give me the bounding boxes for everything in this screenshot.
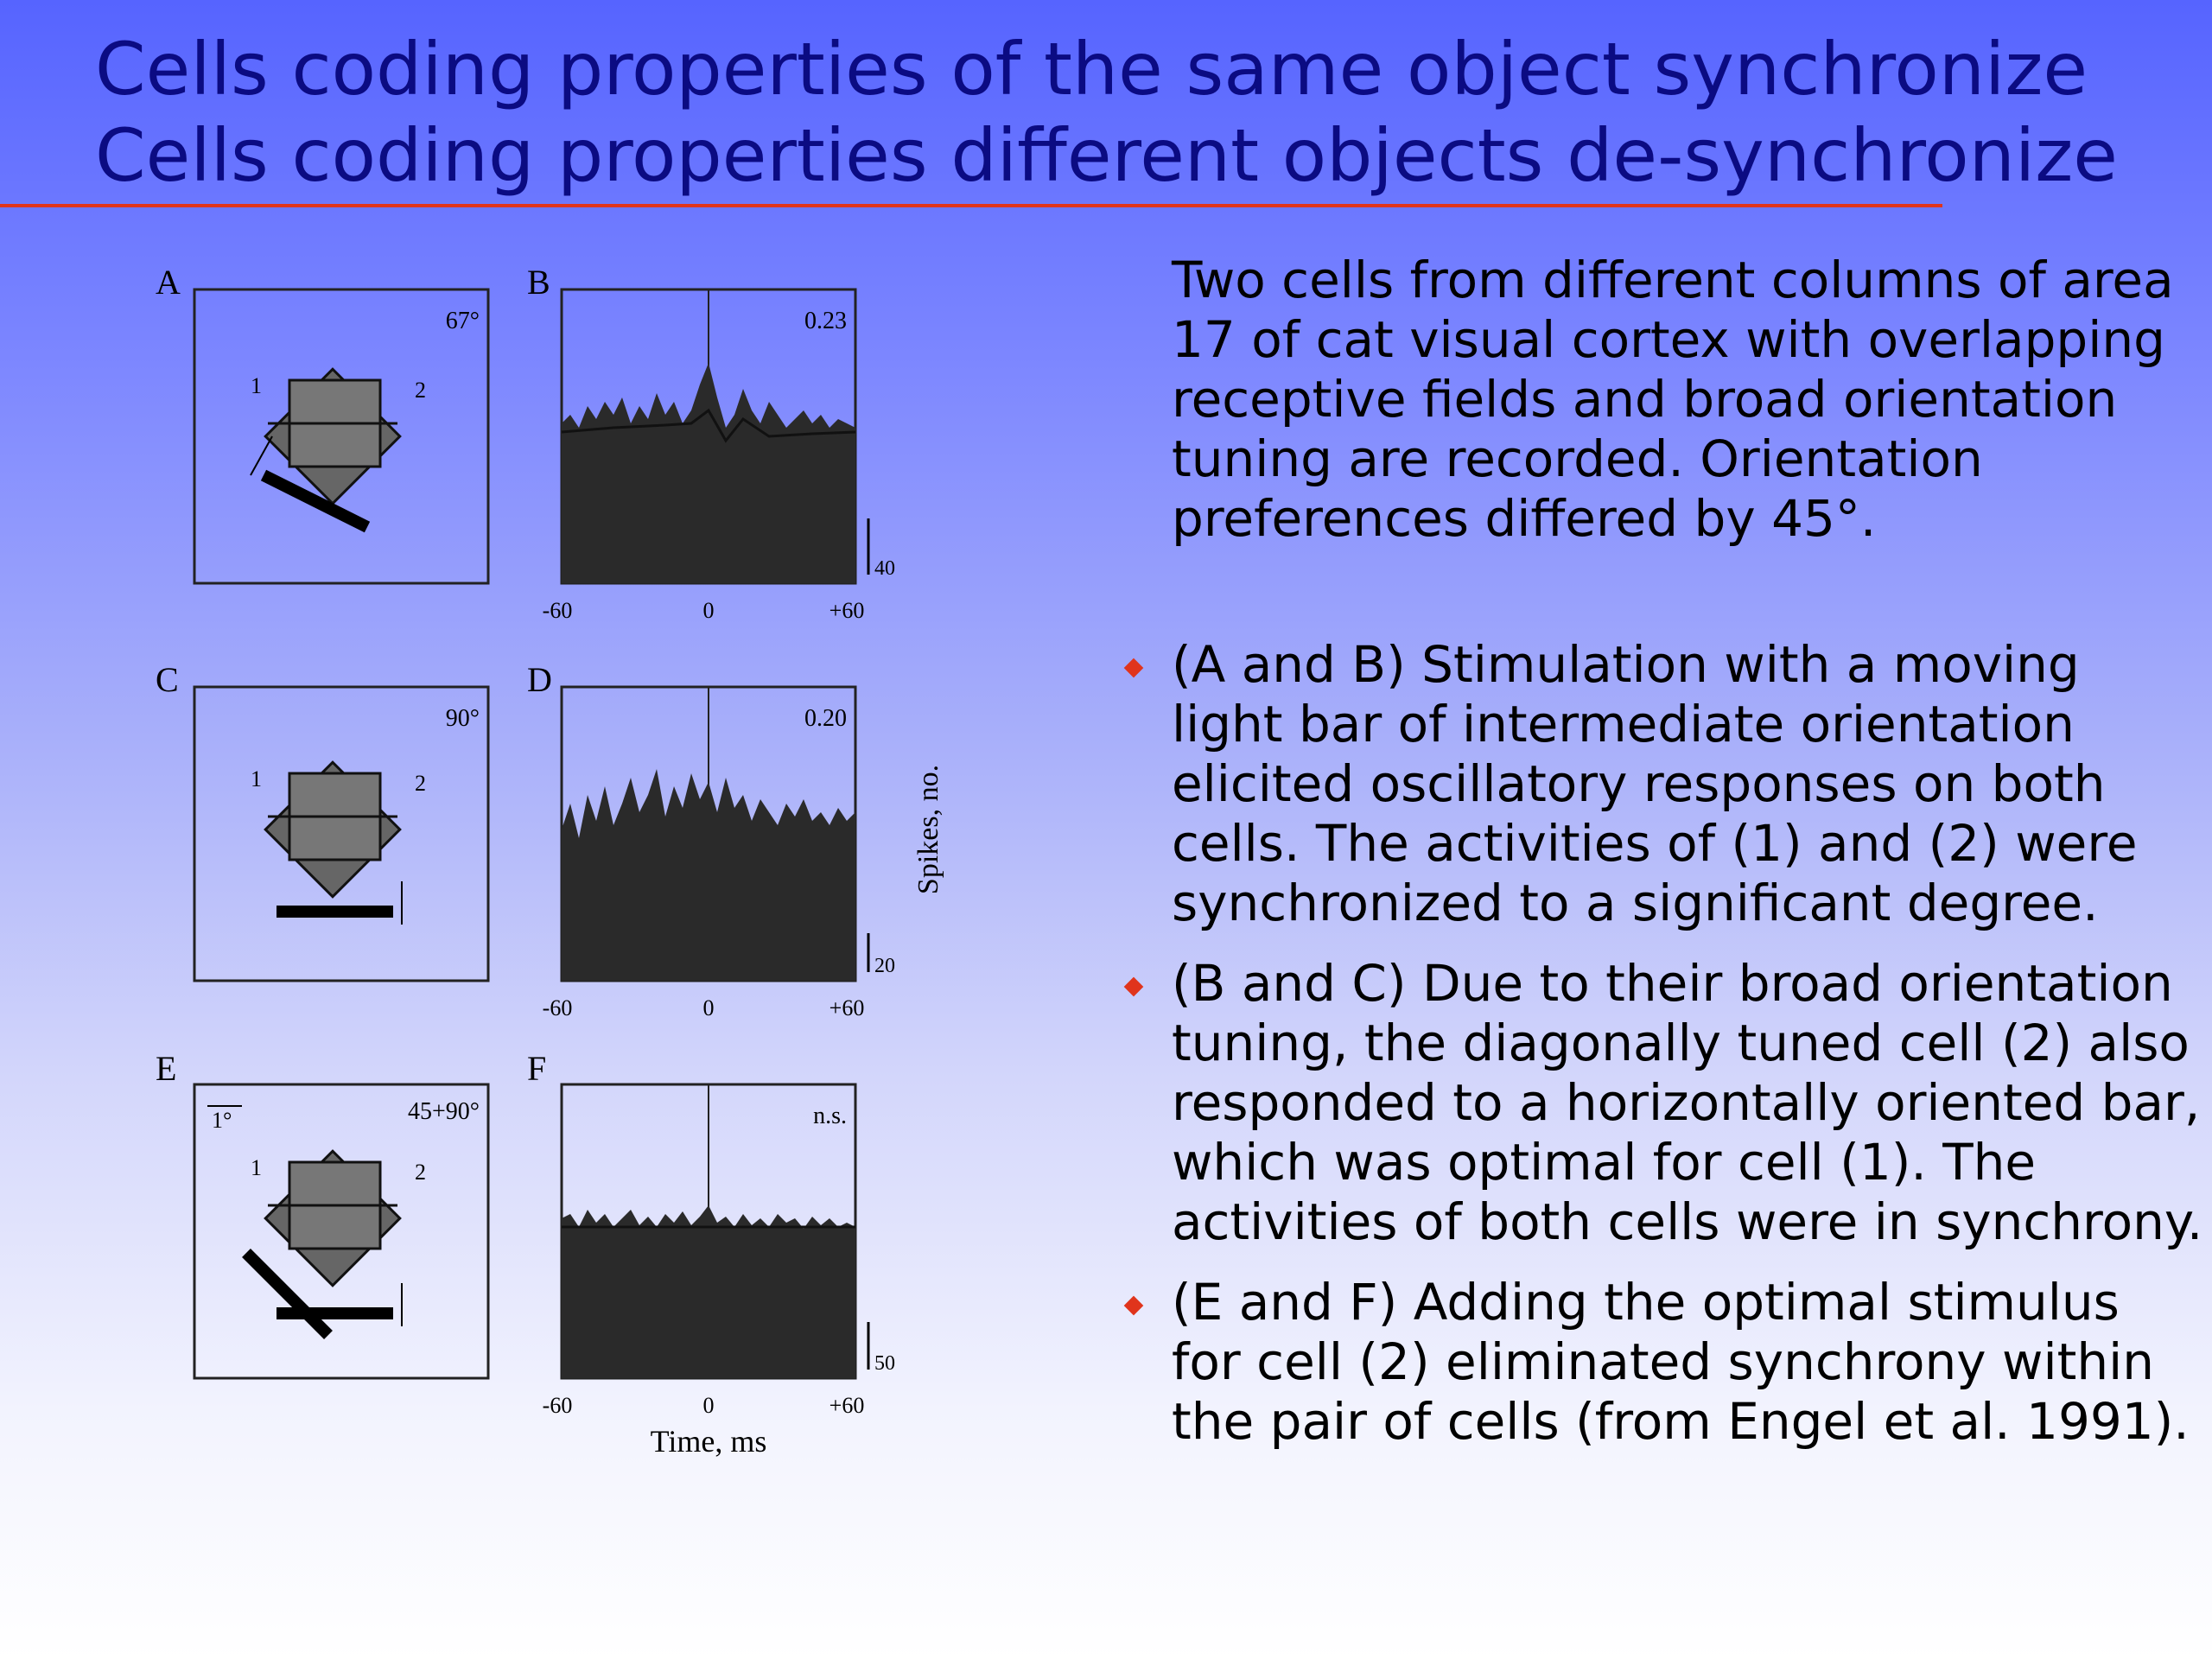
panel-c-frame — [193, 685, 490, 982]
panel-f-value: n.s. — [813, 1103, 847, 1129]
title-underline — [0, 204, 1942, 207]
panel-b-scale-label: 40 — [874, 557, 895, 580]
panel-e-angle: 45+90° — [408, 1098, 480, 1125]
figure: A 67° 1 2 B 0.23 40 -60 0 +60 C 90° 1 — [130, 242, 994, 1495]
bullet-item: (A and B) Stimulation with a moving ligh… — [1123, 635, 2203, 933]
panel-e-receptive-fields — [264, 1149, 402, 1287]
panel-e-scalebar-label: 1° — [212, 1108, 232, 1133]
bullet-text: (E and F) Adding the optimal stimulus fo… — [1172, 1273, 2190, 1451]
panel-a-angle: 67° — [446, 308, 480, 334]
panel-a-cell1-label: 1 — [251, 373, 262, 398]
slide-title: Cells coding properties of the same obje… — [95, 26, 2118, 199]
bullet-item: (E and F) Adding the optimal stimulus fo… — [1123, 1273, 2203, 1452]
panel-d-value: 0.20 — [804, 705, 847, 732]
panel-b-tick-left: -60 — [543, 598, 573, 623]
title-line-2: Cells coding properties different object… — [95, 113, 2118, 198]
panel-d-histogram — [562, 769, 855, 981]
panel-d-label: D — [527, 660, 552, 699]
panel-c-receptive-fields — [264, 760, 402, 899]
panel-e-diagonal-bar — [242, 1249, 333, 1339]
diamond-bullet-icon — [1123, 658, 1144, 678]
panel-f-tick-left: -60 — [543, 1393, 573, 1418]
panel-e-cell2-label: 2 — [415, 1160, 426, 1185]
panel-f-scale-label: 50 — [874, 1352, 895, 1375]
diamond-bullet-icon — [1123, 976, 1144, 997]
panel-d-tick-right: +60 — [830, 995, 865, 1020]
bullet-list: (A and B) Stimulation with a moving ligh… — [1123, 635, 2203, 1452]
panel-e-cell1-label: 1 — [251, 1155, 262, 1180]
title-line-1: Cells coding properties of the same obje… — [95, 27, 2088, 111]
panel-a-frame — [193, 288, 490, 585]
panel-a-motion-arrow — [250, 435, 273, 476]
bullet-text: (A and B) Stimulation with a moving ligh… — [1172, 635, 2138, 932]
panel-b-histogram — [562, 363, 855, 583]
panel-b-tick-zero: 0 — [703, 598, 715, 623]
panel-c-label: C — [156, 660, 179, 699]
panel-c-cell2-label: 2 — [415, 771, 426, 796]
panel-b-label: B — [527, 263, 550, 302]
y-axis-label: Spikes, no. — [912, 765, 944, 894]
intro-paragraph: Two cells from different columns of area… — [1172, 251, 2174, 548]
panel-d-tick-left: -60 — [543, 995, 573, 1020]
panel-b-tick-right: +60 — [830, 598, 865, 623]
panel-f-label: F — [527, 1049, 546, 1088]
panel-a-stimulus-bar — [260, 469, 371, 533]
panel-f-histogram — [562, 1205, 855, 1378]
panel-a-label: A — [156, 263, 181, 302]
panel-d-scale-label: 20 — [874, 955, 895, 977]
panel-e-label: E — [156, 1049, 176, 1088]
body-text: Two cells from different columns of area… — [1123, 251, 2203, 1472]
x-axis-label: Time, ms — [651, 1424, 767, 1459]
panel-d-tick-zero: 0 — [703, 995, 715, 1020]
panel-b-value: 0.23 — [804, 308, 847, 334]
panel-e-frame — [193, 1083, 490, 1380]
bullet-item: (B and C) Due to their broad orientation… — [1123, 954, 2203, 1252]
panel-a-receptive-fields — [264, 367, 402, 505]
panel-c-angle: 90° — [446, 705, 480, 732]
panel-f-tick-zero: 0 — [703, 1393, 715, 1418]
panel-a-cell2-label: 2 — [415, 378, 426, 403]
panel-c-cell1-label: 1 — [251, 766, 262, 791]
panel-f-tick-right: +60 — [830, 1393, 865, 1418]
figure-svg: A 67° 1 2 B 0.23 40 -60 0 +60 C 90° 1 — [156, 263, 944, 1459]
bullet-text: (B and C) Due to their broad orientation… — [1172, 954, 2203, 1251]
panel-b-fit-curve — [561, 408, 856, 443]
diamond-bullet-icon — [1123, 1295, 1144, 1316]
